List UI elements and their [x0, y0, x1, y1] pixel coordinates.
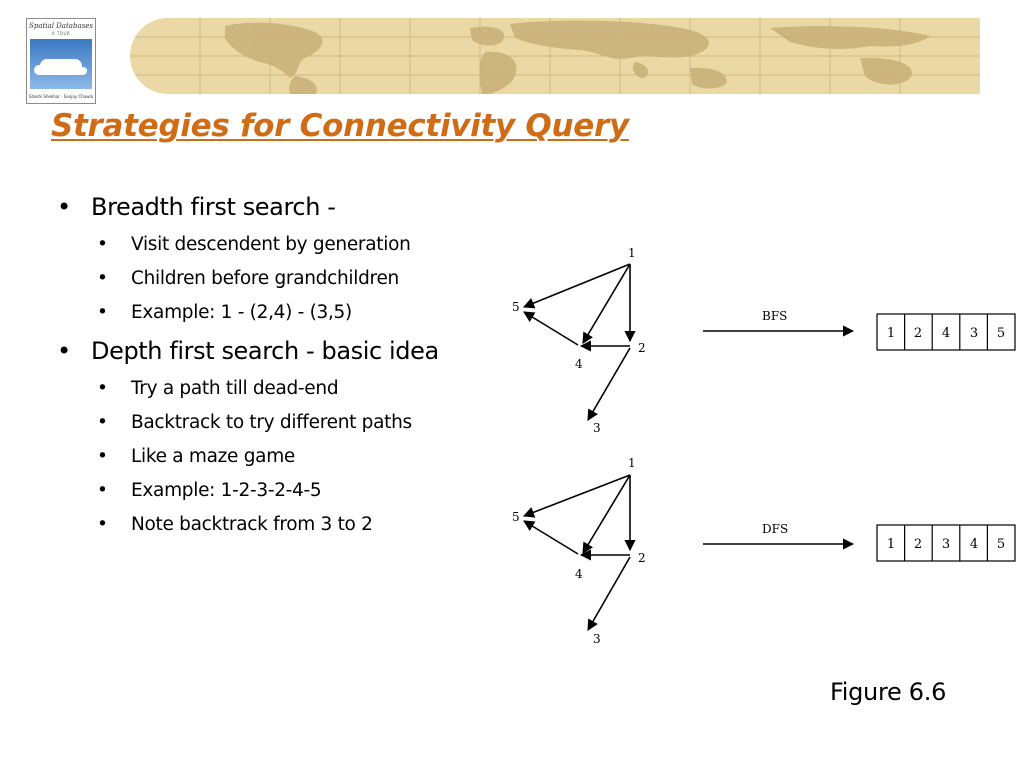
- bfs-order-cell: 4: [942, 326, 950, 341]
- sub-bullet: Backtrack to try different paths: [97, 412, 412, 433]
- graph-node-label: 4: [575, 357, 583, 371]
- sub-bullet: Note backtrack from 3 to 2: [97, 514, 373, 535]
- world-map-banner: [130, 18, 980, 94]
- graph-node-label: 1: [628, 246, 636, 260]
- edge-1-5: [522, 263, 631, 309]
- dfs-order-cell: 5: [997, 537, 1005, 552]
- dfs-order-cell: 3: [942, 537, 950, 552]
- edge-4-5: [523, 311, 579, 346]
- bullet-dfs: Depth first search - basic idea: [57, 337, 439, 365]
- bfs-graph: [522, 263, 636, 421]
- sub-bullet: Visit descendent by generation: [97, 234, 411, 255]
- dfs-order-cell: 4: [970, 537, 978, 552]
- cloud-icon: [40, 59, 82, 73]
- book-authors: Shashi Shekhar · Sanjay Chawla: [28, 94, 94, 99]
- dfs-order-cell: 2: [914, 537, 922, 552]
- sub-bullet: Example: 1 - (2,4) - (3,5): [97, 302, 352, 323]
- bfs-label: BFS: [762, 309, 787, 323]
- bfs-order-boxes: 1 2 4 3 5: [876, 313, 1016, 351]
- edge-1-4: [582, 263, 631, 344]
- edge-2-3: [587, 556, 631, 631]
- bullet-bfs: Breadth first search -: [57, 193, 336, 221]
- book-sky-image: [30, 39, 92, 89]
- sub-bullet: Example: 1-2-3-2-4-5: [97, 480, 322, 501]
- graph-node-label: 5: [512, 510, 520, 524]
- book-title: Spatial Databases: [29, 22, 93, 30]
- sub-bullet: Like a maze game: [97, 446, 295, 467]
- edge-1-4: [582, 474, 631, 554]
- sub-bullet: Children before grandchildren: [97, 268, 399, 289]
- bfs-order-cell: 1: [887, 326, 895, 341]
- figure-caption: Figure 6.6: [830, 678, 947, 706]
- graph-node-label: 2: [638, 551, 646, 565]
- graph-node-label: 2: [638, 341, 646, 355]
- dfs-order-cell: 1: [887, 537, 895, 552]
- graph-node-label: 3: [593, 421, 601, 435]
- sub-bullet: Try a path till dead-end: [97, 378, 339, 399]
- graph-node-label: 1: [628, 456, 636, 470]
- graph-node-label: 5: [512, 300, 520, 314]
- dfs-order-boxes: 1 2 3 4 5: [876, 524, 1016, 562]
- edge-1-5: [522, 474, 631, 518]
- graph-node-label: 4: [575, 567, 583, 581]
- slide-title: Strategies for Connectivity Query: [51, 108, 629, 144]
- bfs-order-cell: 2: [914, 326, 922, 341]
- graph-node-label: 3: [593, 632, 601, 646]
- dfs-graph: [522, 474, 636, 631]
- edge-2-3: [587, 347, 631, 421]
- book-subtitle: A TOUR: [51, 31, 71, 36]
- edge-4-5: [523, 520, 579, 555]
- bfs-order-cell: 5: [997, 326, 1005, 341]
- world-map-graphic: [130, 18, 980, 94]
- dfs-label: DFS: [762, 522, 788, 536]
- bfs-order-cell: 3: [970, 326, 978, 341]
- book-cover: Spatial Databases A TOUR Shashi Shekhar …: [26, 18, 96, 104]
